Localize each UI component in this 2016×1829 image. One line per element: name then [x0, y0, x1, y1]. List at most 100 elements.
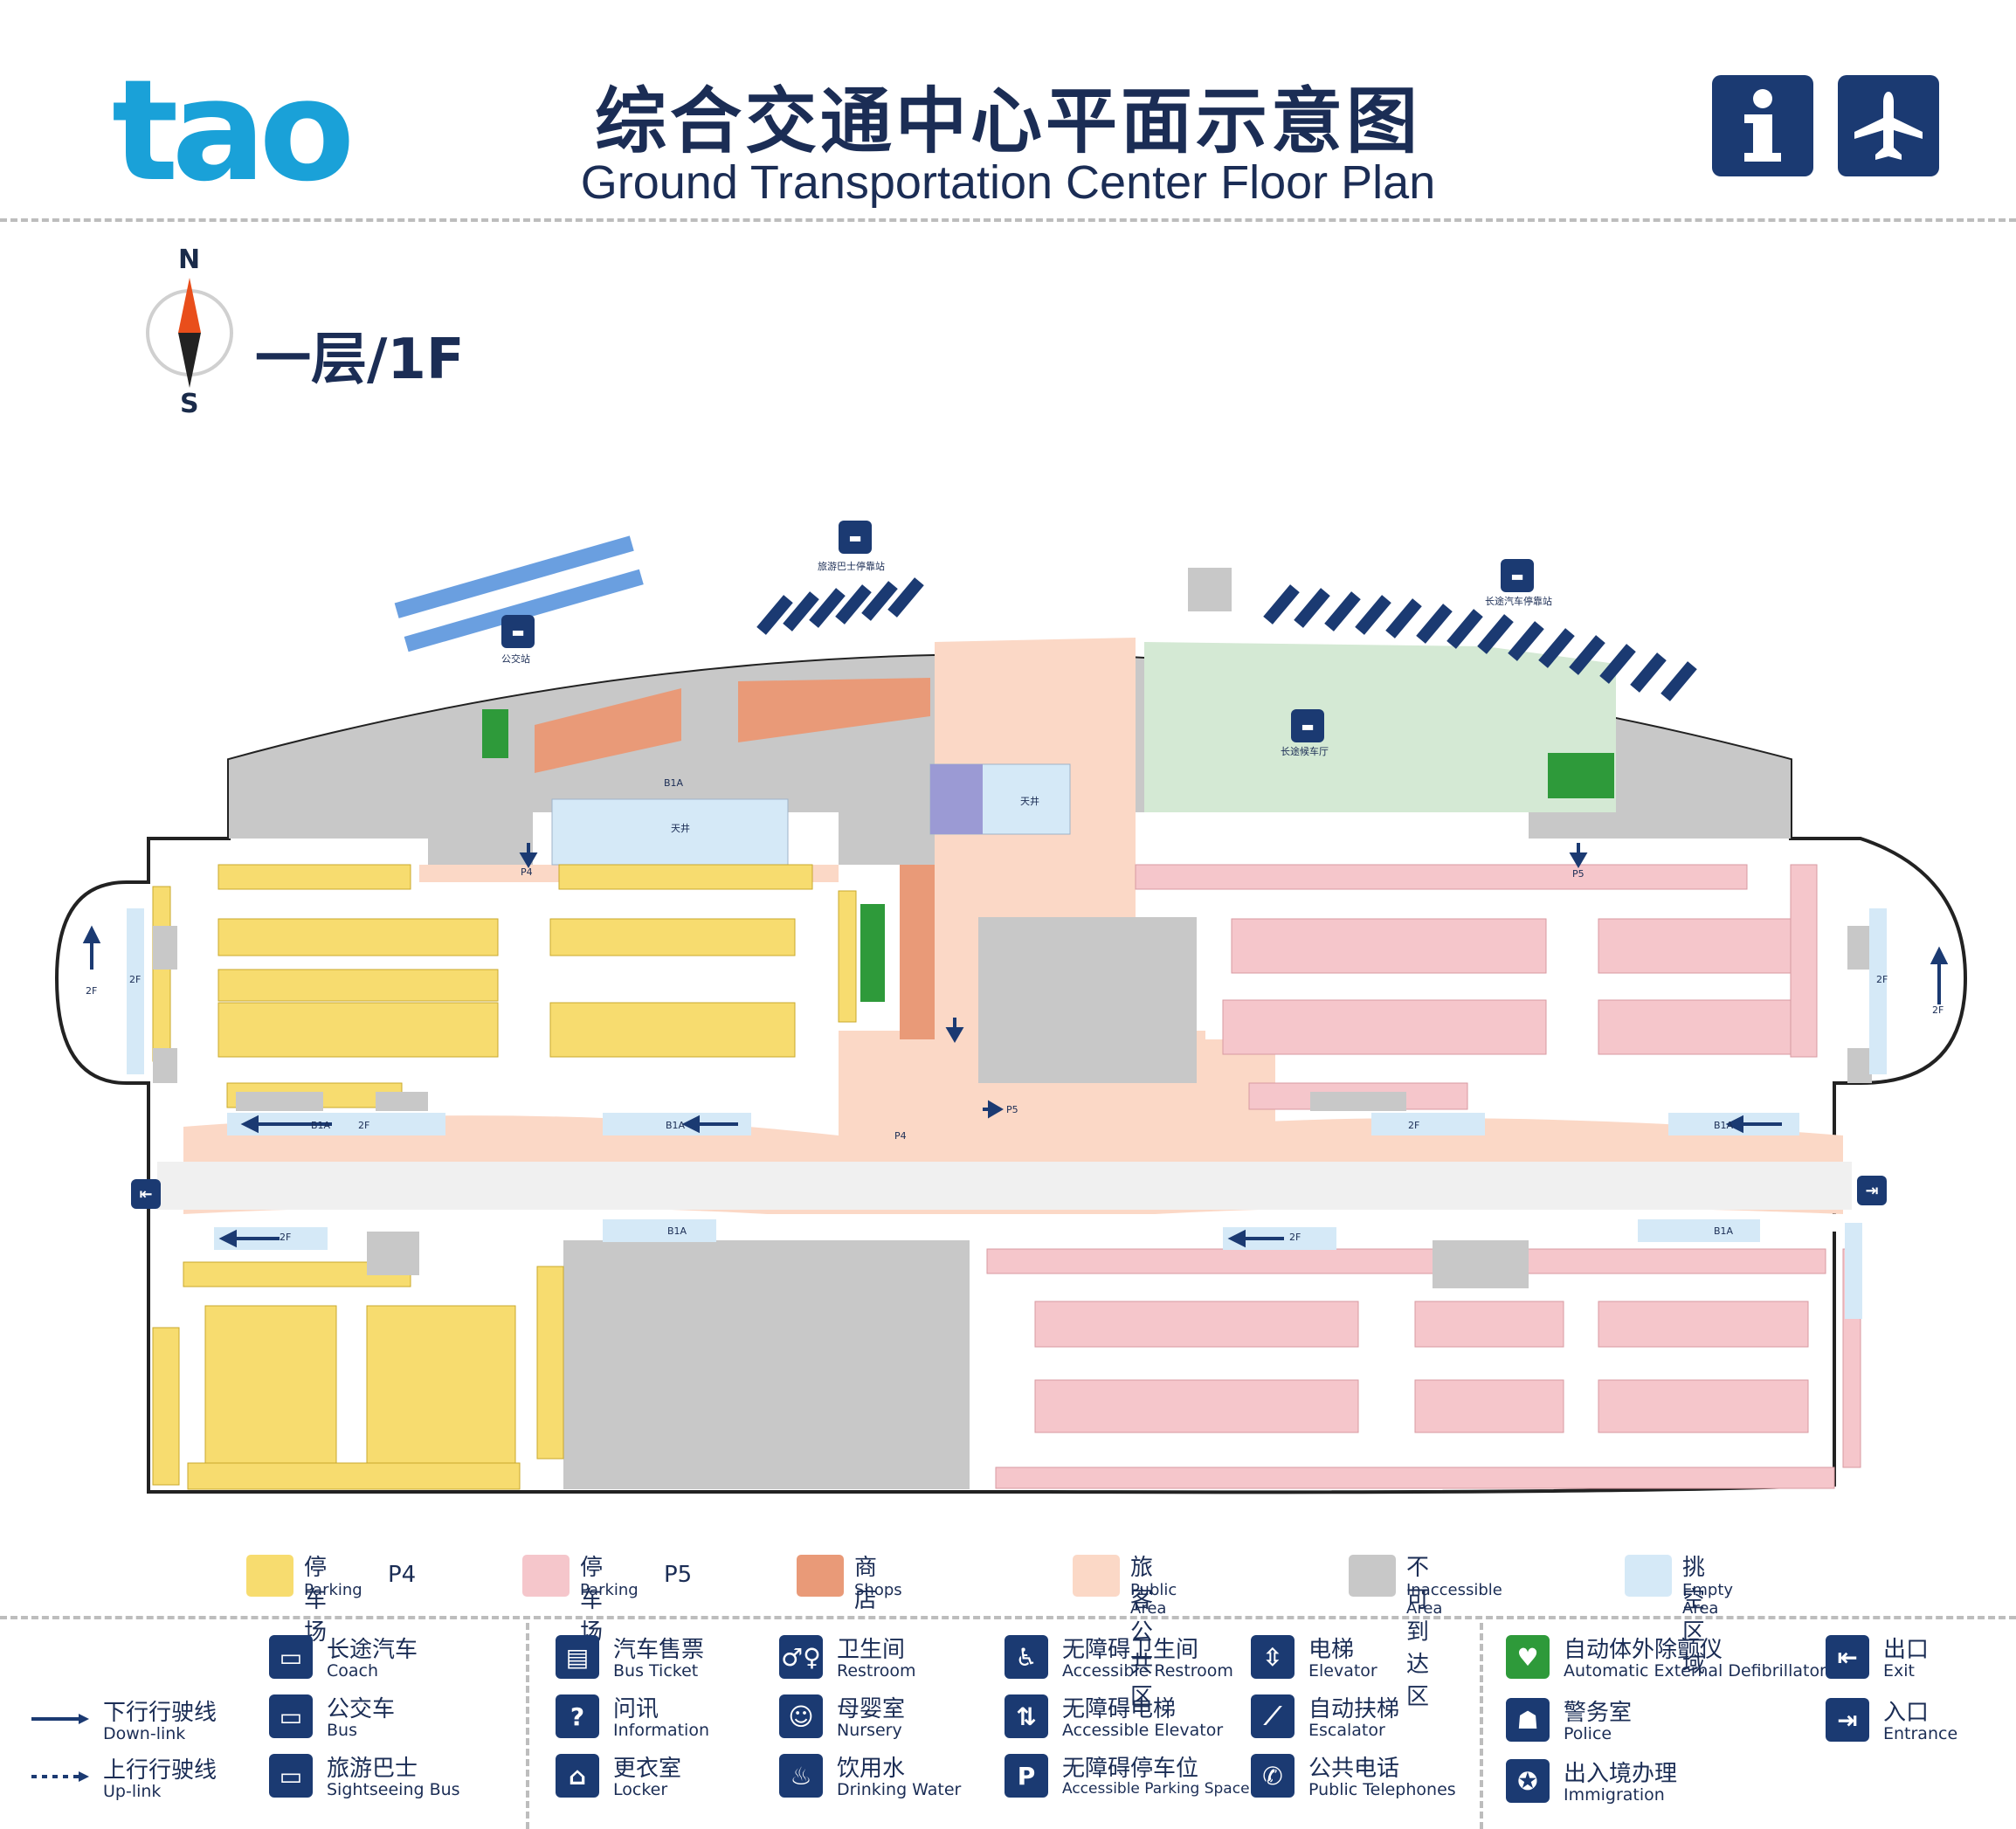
legend-label-en: Sightseeing Bus	[327, 1780, 460, 1799]
accessible-elevator-icon: ⇅	[1005, 1694, 1048, 1738]
legend-label: 挑空区域	[1682, 1555, 1706, 1678]
legend-label: 不可到达区	[1406, 1555, 1430, 1710]
p5-label: P5	[1006, 1104, 1018, 1115]
tao-logo: tao	[112, 49, 355, 212]
police-icon: ☗	[1506, 1698, 1550, 1742]
legend-label: 电梯	[1308, 1637, 1355, 1663]
legend-label-en: Automatic External Defibrillator	[1564, 1661, 1826, 1681]
atrium-label: 天井	[1020, 796, 1039, 807]
2f-label: 2F	[86, 985, 98, 997]
legend-swatch	[522, 1555, 570, 1597]
legend-divider	[526, 1623, 529, 1829]
legend-divider	[0, 1616, 2016, 1619]
legend-label: 饮用水	[837, 1756, 906, 1782]
sightseeing-bus-icon: ▭	[269, 1754, 313, 1798]
legend-label-en: Bus Ticket	[613, 1661, 699, 1681]
exit-icon: ⇤	[1826, 1635, 1869, 1679]
question-icon: ?	[556, 1694, 599, 1738]
accessible-restroom-icon: ♿	[1005, 1635, 1048, 1679]
escalator-icon: ⟋	[1251, 1694, 1295, 1738]
legend-label: 无障碍电梯	[1062, 1696, 1177, 1722]
sightseeing-bus-icon: ▬	[839, 521, 872, 554]
p5-label: P5	[1572, 868, 1584, 880]
legend-label-en: Drinking Water	[837, 1780, 962, 1799]
legend-label: 入口	[1883, 1700, 1930, 1726]
entrance-icon[interactable]: ⇥	[1857, 1176, 1887, 1205]
coach-stop-label: 长途汽车停靠站	[1485, 596, 1552, 607]
bus-icon: ▭	[269, 1694, 313, 1738]
legend-label-en: Public Area	[1130, 1581, 1177, 1618]
legend-label: 长途汽车	[327, 1637, 418, 1663]
elevator-icon: ⇳	[1251, 1635, 1295, 1679]
legend-label-en: Shops	[854, 1581, 902, 1599]
legend-label: 公交车	[327, 1696, 396, 1722]
legend-label-en: Police	[1564, 1724, 1612, 1743]
b1a-label: B1A	[311, 1120, 331, 1131]
legend-swatch	[1073, 1555, 1120, 1597]
compass-south: S	[180, 389, 199, 419]
drinking-water-icon: ♨	[779, 1754, 823, 1798]
floor-plan-map	[54, 535, 1968, 1494]
coach-icon: ▬	[1501, 559, 1534, 592]
legend-label-en: Parking	[304, 1581, 362, 1599]
2f-label: 2F	[358, 1120, 370, 1131]
legend-swatch	[1349, 1555, 1396, 1597]
restroom-icon: ♂♀	[779, 1635, 823, 1679]
2f-label: 2F	[1932, 1004, 1944, 1016]
legend-label: 出入境办理	[1564, 1761, 1678, 1787]
entrance-icon: ⇥	[1826, 1698, 1869, 1742]
legend-label-en: Coach	[327, 1661, 379, 1681]
legend-label: 公共电话	[1308, 1756, 1400, 1782]
legend-label: 无障碍卫生间	[1062, 1637, 1199, 1663]
immigration-icon: ✪	[1506, 1759, 1550, 1803]
2f-label: 2F	[1408, 1120, 1420, 1131]
coach-waiting-hall	[1144, 642, 1616, 812]
bus-station-label: 公交站	[501, 653, 530, 665]
b1a-label: B1A	[666, 1120, 686, 1131]
2f-label: 2F	[1876, 974, 1888, 985]
legend-label: 旅客公共区	[1130, 1555, 1154, 1710]
legend-label-en: Elevator	[1308, 1661, 1377, 1681]
shop-area	[535, 688, 681, 773]
b1a-label: B1A	[1714, 1120, 1734, 1131]
legend-swatch	[246, 1555, 293, 1597]
atrium	[551, 798, 789, 866]
legend-divider	[1480, 1623, 1483, 1829]
b1a-label: B1A	[664, 777, 684, 789]
sightseeing-stop-label: 旅游巴士停靠站	[818, 561, 885, 572]
legend-tag: P4	[388, 1562, 417, 1588]
aed-icon: ♥	[1506, 1635, 1550, 1679]
atrium-label: 天井	[671, 823, 690, 834]
legend-label: 问讯	[613, 1696, 659, 1722]
coach-icon: ▬	[1291, 709, 1324, 742]
legend-label-en: Information	[613, 1721, 709, 1740]
airplane-icon	[1838, 75, 1939, 176]
page-subtitle: Ground Transportation Center Floor Plan	[580, 156, 1436, 209]
compass: N S	[142, 245, 238, 419]
info-icon	[1712, 75, 1813, 176]
legend-label: 自动扶梯	[1308, 1696, 1400, 1722]
legend-label-en: Locker	[613, 1780, 668, 1799]
legend-label: 下行行驶线	[103, 1700, 217, 1726]
2f-label: 2F	[1289, 1232, 1301, 1243]
p4-label: P4	[894, 1130, 907, 1142]
legend-label: 上行行驶线	[103, 1757, 217, 1784]
legend-label-en: Empty Area	[1682, 1581, 1734, 1618]
legend-label-en: Accessible Elevator	[1062, 1721, 1224, 1740]
legend-label-en: Accessible Parking Space	[1062, 1780, 1250, 1798]
legend-label-en: Entrance	[1883, 1724, 1958, 1743]
legend-label: 商店	[854, 1555, 878, 1613]
2f-label: 2F	[129, 974, 142, 985]
p4-label: P4	[521, 866, 533, 878]
legend-label: 卫生间	[837, 1637, 906, 1663]
legend-label-en: Up-link	[103, 1782, 162, 1801]
coach-waiting-label: 长途候车厅	[1281, 746, 1329, 757]
exit-icon[interactable]: ⇤	[131, 1179, 161, 1209]
bus-ticket-icon: ▤	[556, 1635, 599, 1679]
legend-label-en: Down-link	[103, 1724, 186, 1743]
legend-label-en: Restroom	[837, 1661, 916, 1681]
nursery-icon: ☺	[779, 1694, 823, 1738]
telephone-icon: ✆	[1251, 1754, 1295, 1798]
legend-swatch	[797, 1555, 844, 1597]
bus-icon: ▬	[501, 615, 535, 648]
